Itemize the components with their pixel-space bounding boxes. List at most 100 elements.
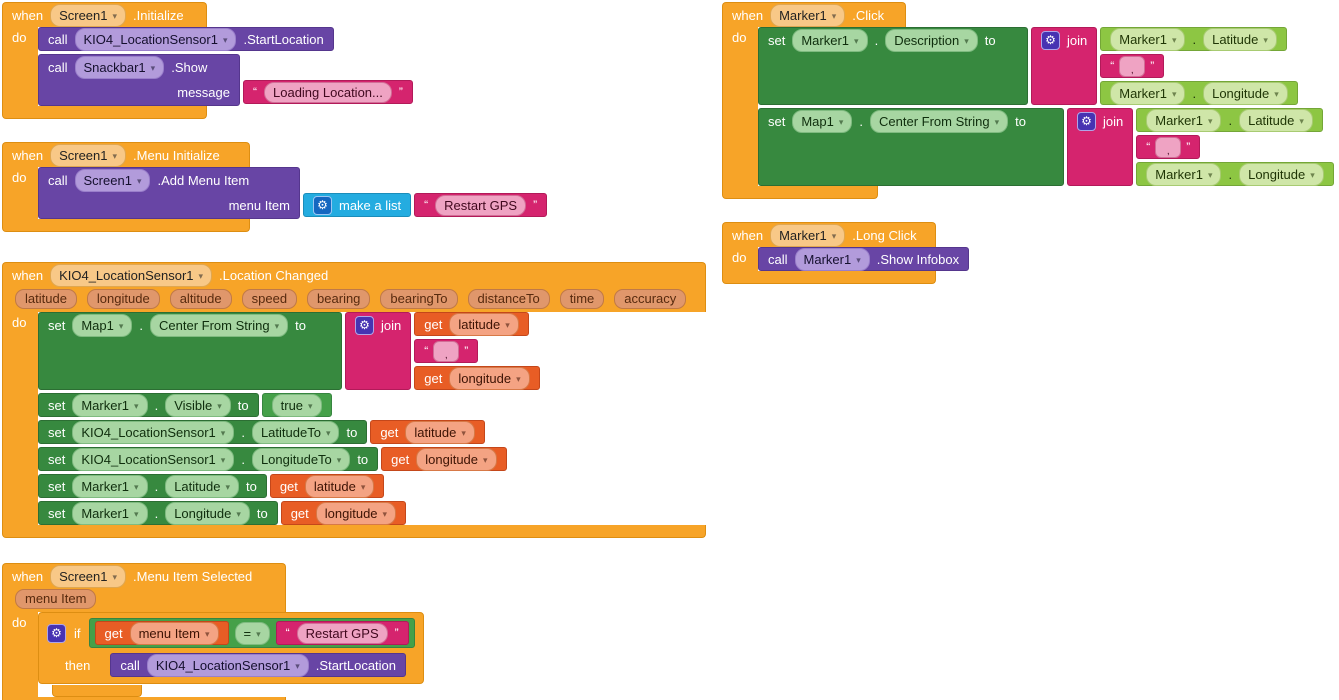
equals-block[interactable]: get menu Item = Restart GPS — [88, 618, 415, 648]
event-header[interactable]: when Marker1 .Long Click — [722, 222, 936, 247]
param-time[interactable]: time — [559, 288, 605, 309]
text-separator-block[interactable]: , — [414, 339, 479, 363]
component-dropdown[interactable]: Map1 — [72, 313, 133, 337]
marker-latitude-getter-block[interactable]: Marker1 . Latitude — [1136, 108, 1323, 132]
set-marker-latitude-block[interactable]: set Marker1 . Latitude to — [38, 474, 267, 498]
param-speed[interactable]: speed — [241, 288, 298, 309]
gear-icon[interactable] — [355, 315, 374, 335]
param-longitude[interactable]: longitude — [86, 288, 160, 309]
marker-longitude-getter-block[interactable]: Marker1 . Longitude — [1136, 162, 1334, 186]
component-dropdown[interactable]: Marker1 — [1146, 108, 1222, 132]
param-bearing[interactable]: bearing — [307, 288, 371, 309]
component-dropdown[interactable]: Screen1 — [74, 169, 151, 192]
gear-icon[interactable] — [47, 623, 66, 643]
text-value[interactable]: Restart GPS — [435, 194, 527, 216]
param-latitude[interactable]: latitude — [15, 288, 77, 309]
component-dropdown[interactable]: KIO4_LocationSensor1 — [72, 420, 235, 444]
set-map-center-block[interactable]: set Map1 . Center From String to — [758, 108, 1064, 186]
component-dropdown[interactable]: Snackbar1 — [74, 56, 165, 79]
if-block[interactable]: if get menu Item = Restart GPS — [38, 612, 424, 684]
param-distanceTo[interactable]: distanceTo — [467, 288, 550, 309]
marker-latitude-getter-block[interactable]: Marker1 . Latitude — [1100, 27, 1287, 51]
component-dropdown[interactable]: Marker1 — [1110, 81, 1186, 105]
variable-dropdown[interactable]: latitude — [405, 420, 475, 444]
property-dropdown[interactable]: LongitudeTo — [251, 447, 351, 471]
event-header[interactable]: when Screen1 .Menu Item Selected — [2, 563, 286, 588]
get-latitude-block[interactable]: get latitude — [414, 312, 529, 336]
set-map-center-block[interactable]: set Map1 . Center From String to — [38, 312, 342, 390]
property-dropdown[interactable]: Longitude — [1203, 81, 1288, 105]
param-bearingTo[interactable]: bearingTo — [380, 288, 458, 309]
component-dropdown[interactable]: Marker1 — [794, 247, 870, 271]
component-dropdown[interactable]: Screen1 — [50, 3, 127, 27]
variable-dropdown[interactable]: longitude — [416, 447, 497, 471]
set-sensor-longitudeto-block[interactable]: set KIO4_LocationSensor1 . LongitudeTo t… — [38, 447, 379, 471]
gear-icon[interactable] — [1041, 30, 1060, 50]
event-block-location-changed[interactable]: when KIO4_LocationSensor1 .Location Chan… — [2, 262, 706, 538]
property-dropdown[interactable]: Center From String — [870, 109, 1009, 133]
event-block-marker-click[interactable]: when Marker1 .Click do set Marker1 . Des… — [722, 2, 1334, 199]
property-dropdown[interactable]: Description — [885, 28, 978, 52]
set-marker-longitude-block[interactable]: set Marker1 . Longitude to — [38, 501, 278, 525]
text-value[interactable]: , — [433, 340, 460, 362]
text-string-block[interactable]: Loading Location... — [243, 80, 413, 104]
text-separator-block[interactable]: , — [1100, 54, 1165, 78]
get-longitude-block[interactable]: get longitude — [381, 447, 507, 471]
property-dropdown[interactable]: Visible — [165, 393, 231, 417]
variable-dropdown[interactable]: latitude — [304, 474, 375, 498]
text-string-block[interactable]: Restart GPS — [275, 621, 409, 645]
marker-longitude-getter-block[interactable]: Marker1 . Longitude — [1100, 81, 1298, 105]
event-header[interactable]: when Marker1 .Click — [722, 2, 906, 27]
event-block-menu-initialize[interactable]: when Screen1 .Menu Initialize do call Sc… — [2, 142, 548, 232]
component-dropdown[interactable]: Marker1 — [72, 393, 148, 417]
join-block[interactable]: join — [345, 312, 412, 390]
component-dropdown[interactable]: Map1 — [792, 109, 853, 133]
param-accuracy[interactable]: accuracy — [614, 288, 687, 309]
property-dropdown[interactable]: Longitude — [165, 501, 250, 525]
get-menu-item-block[interactable]: get menu Item — [94, 621, 229, 645]
set-marker-description-block[interactable]: set Marker1 . Description to — [758, 27, 1028, 105]
event-block-screen-initialize[interactable]: when Screen1 .Initialize do call KIO4_Lo… — [2, 2, 413, 119]
component-dropdown[interactable]: Marker1 — [770, 223, 846, 247]
join-block[interactable]: join — [1031, 27, 1098, 105]
property-dropdown[interactable]: Center From String — [150, 313, 289, 337]
make-a-list-block[interactable]: make a list — [303, 193, 412, 217]
logic-dropdown[interactable]: true — [271, 393, 322, 417]
component-dropdown[interactable]: Screen1 — [50, 564, 127, 588]
join-block[interactable]: join — [1067, 108, 1134, 186]
component-dropdown[interactable]: Marker1 — [72, 474, 148, 498]
component-dropdown[interactable]: KIO4_LocationSensor1 — [72, 447, 235, 471]
call-startlocation-block[interactable]: call KIO4_LocationSensor1 .StartLocation — [110, 653, 407, 677]
gear-icon[interactable] — [1077, 111, 1096, 131]
text-value[interactable]: , — [1155, 136, 1182, 158]
property-dropdown[interactable]: Longitude — [1239, 162, 1324, 186]
get-latitude-block[interactable]: get latitude — [269, 474, 385, 498]
text-value[interactable]: , — [1119, 55, 1146, 77]
call-add-menu-item-block[interactable]: call Screen1 .Add Menu Item menu Item — [38, 167, 300, 219]
text-string-block[interactable]: Restart GPS — [414, 193, 548, 217]
true-block[interactable]: true — [261, 393, 332, 417]
component-dropdown[interactable]: Marker1 — [1146, 162, 1222, 186]
get-latitude-block[interactable]: get latitude — [370, 420, 485, 444]
component-dropdown[interactable]: KIO4_LocationSensor1 — [146, 653, 309, 677]
variable-dropdown[interactable]: longitude — [449, 366, 530, 390]
variable-dropdown[interactable]: latitude — [449, 312, 519, 336]
call-snackbar-show-block[interactable]: call Snackbar1 .Show message — [38, 54, 240, 106]
call-show-infobox-block[interactable]: call Marker1 .Show Infobox — [758, 247, 970, 271]
set-sensor-latitudeto-block[interactable]: set KIO4_LocationSensor1 . LatitudeTo to — [38, 420, 368, 444]
event-block-menu-item-selected[interactable]: when Screen1 .Menu Item Selected menu It… — [2, 563, 424, 700]
get-longitude-block[interactable]: get longitude — [414, 366, 540, 390]
text-separator-block[interactable]: , — [1136, 135, 1201, 159]
variable-dropdown[interactable]: menu Item — [129, 621, 219, 645]
component-dropdown[interactable]: Marker1 — [1110, 27, 1186, 51]
component-dropdown[interactable]: KIO4_LocationSensor1 — [74, 27, 237, 51]
operator-dropdown[interactable]: = — [234, 621, 270, 645]
component-dropdown[interactable]: Marker1 — [792, 28, 868, 52]
component-dropdown[interactable]: Screen1 — [50, 143, 127, 167]
set-marker-visible-block[interactable]: set Marker1 . Visible to — [38, 393, 259, 417]
param-altitude[interactable]: altitude — [169, 288, 232, 309]
property-dropdown[interactable]: Latitude — [165, 474, 239, 498]
property-dropdown[interactable]: Latitude — [1203, 27, 1277, 51]
component-dropdown[interactable]: Marker1 — [770, 3, 846, 27]
